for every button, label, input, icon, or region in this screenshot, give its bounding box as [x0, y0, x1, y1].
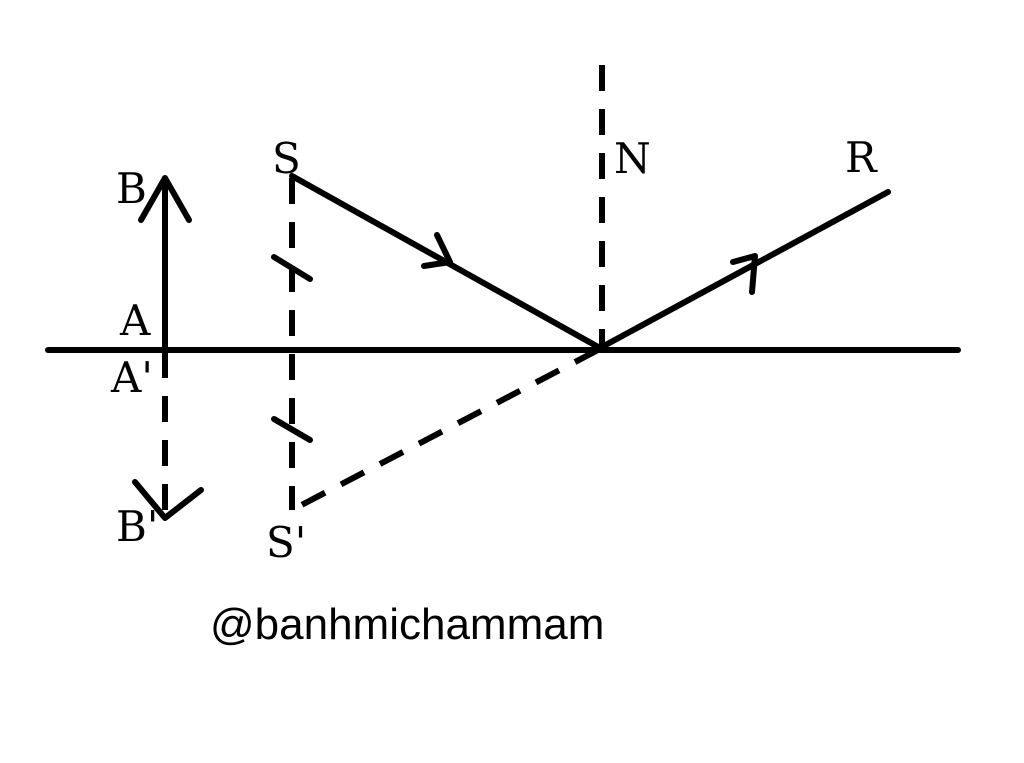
label-s-prime: S' [266, 518, 306, 567]
reflected-ray [597, 189, 891, 351]
reflected-ray-arrowhead [730, 253, 758, 295]
label-b-prime: B' [116, 502, 158, 551]
label-n: N [614, 134, 651, 183]
tick-mark-lower [271, 416, 313, 443]
image-arrowhead [132, 479, 204, 521]
virtual-ray-extension [290, 347, 600, 513]
incident-ray-arrowhead [421, 232, 453, 269]
label-a: A [119, 296, 151, 345]
object-arrowhead [138, 175, 192, 223]
label-r: R [845, 133, 878, 182]
label-a-prime: A' [110, 353, 153, 402]
label-b: B [116, 164, 147, 213]
label-s: S [272, 134, 301, 183]
tick-mark-upper [271, 254, 313, 282]
watermark-caption: @banhmichammam [210, 600, 604, 649]
